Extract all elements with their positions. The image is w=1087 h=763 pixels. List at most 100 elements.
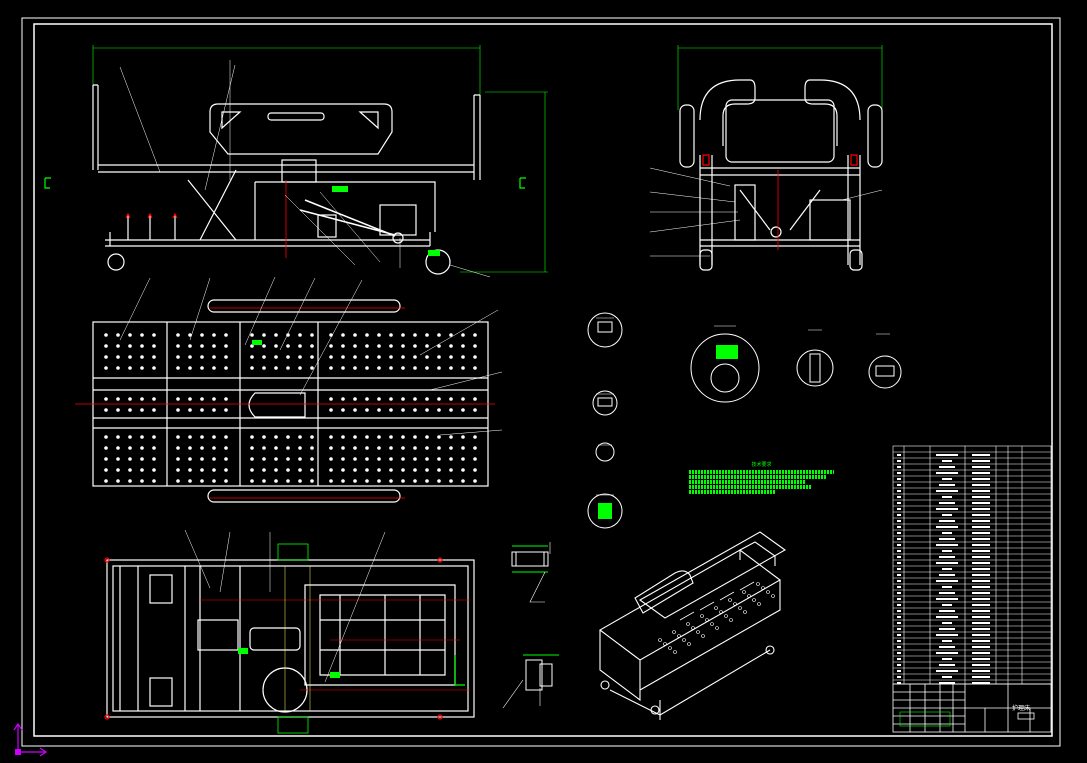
table-cell-text: [936, 472, 958, 474]
table-cell-text: [942, 532, 952, 534]
table-cell-text: [972, 598, 990, 600]
table-cell-text: [897, 484, 901, 486]
mounting-hole: [116, 397, 120, 401]
mounting-hole: [389, 344, 393, 348]
table-cell-text: [897, 646, 901, 648]
table-cell-text: [972, 550, 990, 552]
mounting-hole: [286, 355, 290, 359]
iso-hole: [728, 598, 732, 602]
mounting-hole: [401, 468, 405, 472]
mounting-hole: [461, 355, 465, 359]
mounting-hole: [176, 468, 180, 472]
mounting-hole: [116, 435, 120, 439]
table-cell-text: [972, 628, 990, 630]
mounting-hole: [310, 479, 314, 483]
mounting-hole: [128, 446, 132, 450]
mounting-hole: [389, 408, 393, 412]
mounting-hole: [116, 479, 120, 483]
table-cell-text: [897, 502, 901, 504]
mounting-hole: [377, 468, 381, 472]
mounting-hole: [250, 435, 254, 439]
mounting-hole: [286, 435, 290, 439]
mounting-hole: [365, 333, 369, 337]
mounting-hole: [140, 457, 144, 461]
table-cell-text: [972, 508, 990, 510]
mounting-hole: [461, 457, 465, 461]
table-cell-text: [972, 532, 990, 534]
table-cell-text: [972, 664, 990, 666]
mounting-hole: [250, 355, 254, 359]
mounting-hole: [212, 333, 216, 337]
mounting-hole: [353, 355, 357, 359]
mounting-hole: [128, 435, 132, 439]
table-cell-text: [972, 460, 990, 462]
iso-hole: [715, 626, 719, 630]
mounting-hole: [152, 479, 156, 483]
mounting-hole: [224, 408, 228, 412]
mounting-hole: [152, 366, 156, 370]
mounting-hole: [449, 366, 453, 370]
mounting-hole: [200, 366, 204, 370]
iso-hole: [701, 634, 705, 638]
mounting-hole: [377, 366, 381, 370]
mounting-hole: [425, 333, 429, 337]
table-cell-text: [936, 652, 958, 654]
mounting-hole: [286, 479, 290, 483]
mounting-hole: [389, 355, 393, 359]
mounting-hole: [140, 446, 144, 450]
mounting-hole: [437, 446, 441, 450]
mounting-hole: [377, 333, 381, 337]
table-cell-text: [972, 670, 990, 672]
iso-hole: [696, 630, 700, 634]
mounting-hole: [104, 479, 108, 483]
outer-frame: [21, 17, 1061, 747]
mounting-hole: [212, 446, 216, 450]
mounting-hole: [188, 366, 192, 370]
mounting-hole: [262, 457, 266, 461]
mounting-hole: [377, 344, 381, 348]
mounting-hole: [176, 446, 180, 450]
notes-line: [689, 485, 813, 489]
mounting-hole: [353, 446, 357, 450]
table-cell-text: [897, 538, 901, 540]
notes-line: [689, 470, 834, 474]
mounting-hole: [377, 457, 381, 461]
mounting-hole: [104, 333, 108, 337]
mounting-hole: [401, 344, 405, 348]
table-cell-text: [972, 490, 990, 492]
iso-hole: [705, 618, 709, 622]
mounting-hole: [377, 397, 381, 401]
notes-line: [689, 490, 776, 494]
mounting-hole: [437, 468, 441, 472]
mounting-hole: [298, 355, 302, 359]
mounting-hole: [224, 479, 228, 483]
mounting-hole: [128, 355, 132, 359]
mounting-hole: [152, 333, 156, 337]
mounting-hole: [224, 344, 228, 348]
table-cell-text: [942, 676, 952, 678]
table-cell-text: [897, 574, 901, 576]
mounting-hole: [437, 435, 441, 439]
table-cell-text: [897, 598, 901, 600]
mounting-hole: [224, 366, 228, 370]
mounting-hole: [140, 355, 144, 359]
mounting-hole: [116, 333, 120, 337]
iso-hole: [738, 606, 742, 610]
mounting-hole: [401, 408, 405, 412]
bottom-plan-view: [104, 529, 475, 734]
table-cell-text: [939, 646, 955, 648]
mounting-hole: [425, 397, 429, 401]
table-cell-text: [897, 682, 901, 684]
mounting-hole: [212, 355, 216, 359]
mounting-hole: [176, 435, 180, 439]
mounting-hole: [310, 355, 314, 359]
mounting-hole: [224, 333, 228, 337]
mounting-hole: [152, 435, 156, 439]
mounting-hole: [104, 366, 108, 370]
mounting-hole: [116, 366, 120, 370]
mounting-hole: [224, 457, 228, 461]
mounting-hole: [449, 355, 453, 359]
mounting-hole: [341, 435, 345, 439]
mounting-hole: [449, 479, 453, 483]
